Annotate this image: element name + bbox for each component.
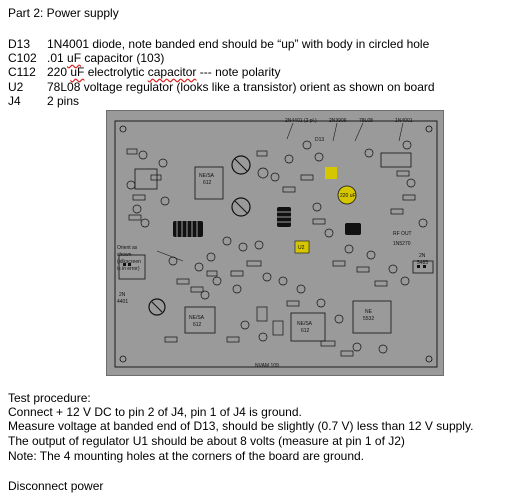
chip-left-bot-1: NE/SA — [189, 315, 205, 321]
orient-note-3: (silkscreen — [117, 259, 141, 265]
test-heading: Test procedure: — [8, 391, 91, 405]
orient-note-4: is in error) — [117, 266, 140, 272]
pcb-layout-image: 2N4401 (2 pl.) 2N3906 78L08 1N4001 Orien… — [106, 110, 444, 376]
small-components — [126, 140, 428, 354]
footer-disconnect: Disconnect power — [8, 479, 104, 493]
section-title: Part 2: Power supply — [8, 6, 119, 20]
part-desc-c112-b: electrolytic — [84, 65, 148, 79]
label-78l08: 78L08 — [359, 118, 373, 124]
left-part-1: 2N — [119, 292, 126, 298]
part-desc-u2: 78L08 voltage regulator (looks like a tr… — [47, 80, 435, 94]
test-line-4: Note: The 4 mounting holes at the corner… — [8, 449, 365, 463]
d13-label: D13 — [315, 137, 324, 143]
spell-flag-uf: uF — [67, 51, 82, 65]
u2-highlight — [325, 167, 337, 179]
right-part-1: 2N — [419, 253, 426, 259]
pcb-outline — [114, 120, 438, 368]
pcb-drawing: 2N4401 (2 pl.) 2N3906 78L08 1N4001 Orien… — [114, 118, 438, 369]
right-part-2: 5485 — [417, 260, 428, 266]
c112-label: 220 uF — [340, 193, 356, 199]
label-2n3906: 2N3906 — [329, 118, 347, 124]
pin-headers — [123, 263, 426, 268]
chip-mid-2: 612 — [301, 328, 310, 334]
part-desc-c112-c: --- note polarity — [196, 65, 281, 79]
chip-mid-1: NE/SA — [297, 321, 313, 327]
part-desc-c102-b: capacitor (103) — [81, 51, 165, 65]
test-line-2: Measure voltage at banded end of D13, sh… — [8, 419, 474, 433]
trimmer-marks — [151, 158, 248, 313]
chip-right-1: NE — [365, 309, 373, 315]
part-desc-c102-a: .01 — [47, 51, 68, 65]
resistor-boxes — [126, 148, 416, 357]
module-boxes — [118, 152, 434, 342]
part-ref-c102: C102 — [8, 51, 37, 65]
chip-right-2: 5532 — [363, 316, 374, 322]
label-1n4001: 1N4001 — [395, 118, 413, 124]
test-line-3: The output of regulator U1 should be abo… — [8, 434, 405, 448]
left-part-2: 4401 — [117, 299, 128, 305]
u2-label: U2 — [298, 245, 305, 251]
mounting-holes — [119, 125, 433, 363]
spell-flag-uf-2: uF — [70, 65, 85, 79]
part-desc-c112-a: 220 — [47, 65, 71, 79]
trimmers — [148, 155, 251, 316]
c112-highlight — [337, 185, 357, 205]
part-ref-u2: U2 — [8, 80, 24, 94]
part-ref-c112: C112 — [8, 65, 36, 79]
coil-stripes — [176, 211, 291, 237]
leader-lines — [156, 122, 404, 262]
chip-left-top-2: 612 — [203, 180, 212, 186]
part-desc-j4: 2 pins — [47, 94, 80, 108]
chip-left-bot-2: 612 — [193, 322, 202, 328]
label-2n4401: 2N4401 (2 pl.) — [285, 118, 317, 124]
part-desc-c112: 220 uF electrolytic capacitor --- note p… — [47, 65, 280, 79]
spell-flag-capacitor: capacitor — [147, 65, 197, 79]
part-ref-j4: J4 — [8, 94, 21, 108]
part-ref-d13: D13 — [8, 37, 31, 51]
board-id-label: NVAM 109 — [255, 363, 279, 369]
u2-pad-highlight — [294, 240, 310, 254]
test-line-1: Connect + 12 V DC to pin 2 of J4, pin 1 … — [8, 405, 302, 419]
rf-out-label: RF OUT — [393, 231, 412, 237]
rf-sub-label: 1N5270 — [393, 241, 411, 247]
part-desc-d13: 1N4001 diode, note banded end should be … — [47, 37, 430, 51]
chip-left-top-1: NE/SA — [199, 173, 215, 179]
orient-note-1: Orient as — [117, 245, 138, 251]
part-desc-c102: .01 uF capacitor (103) — [47, 51, 164, 65]
